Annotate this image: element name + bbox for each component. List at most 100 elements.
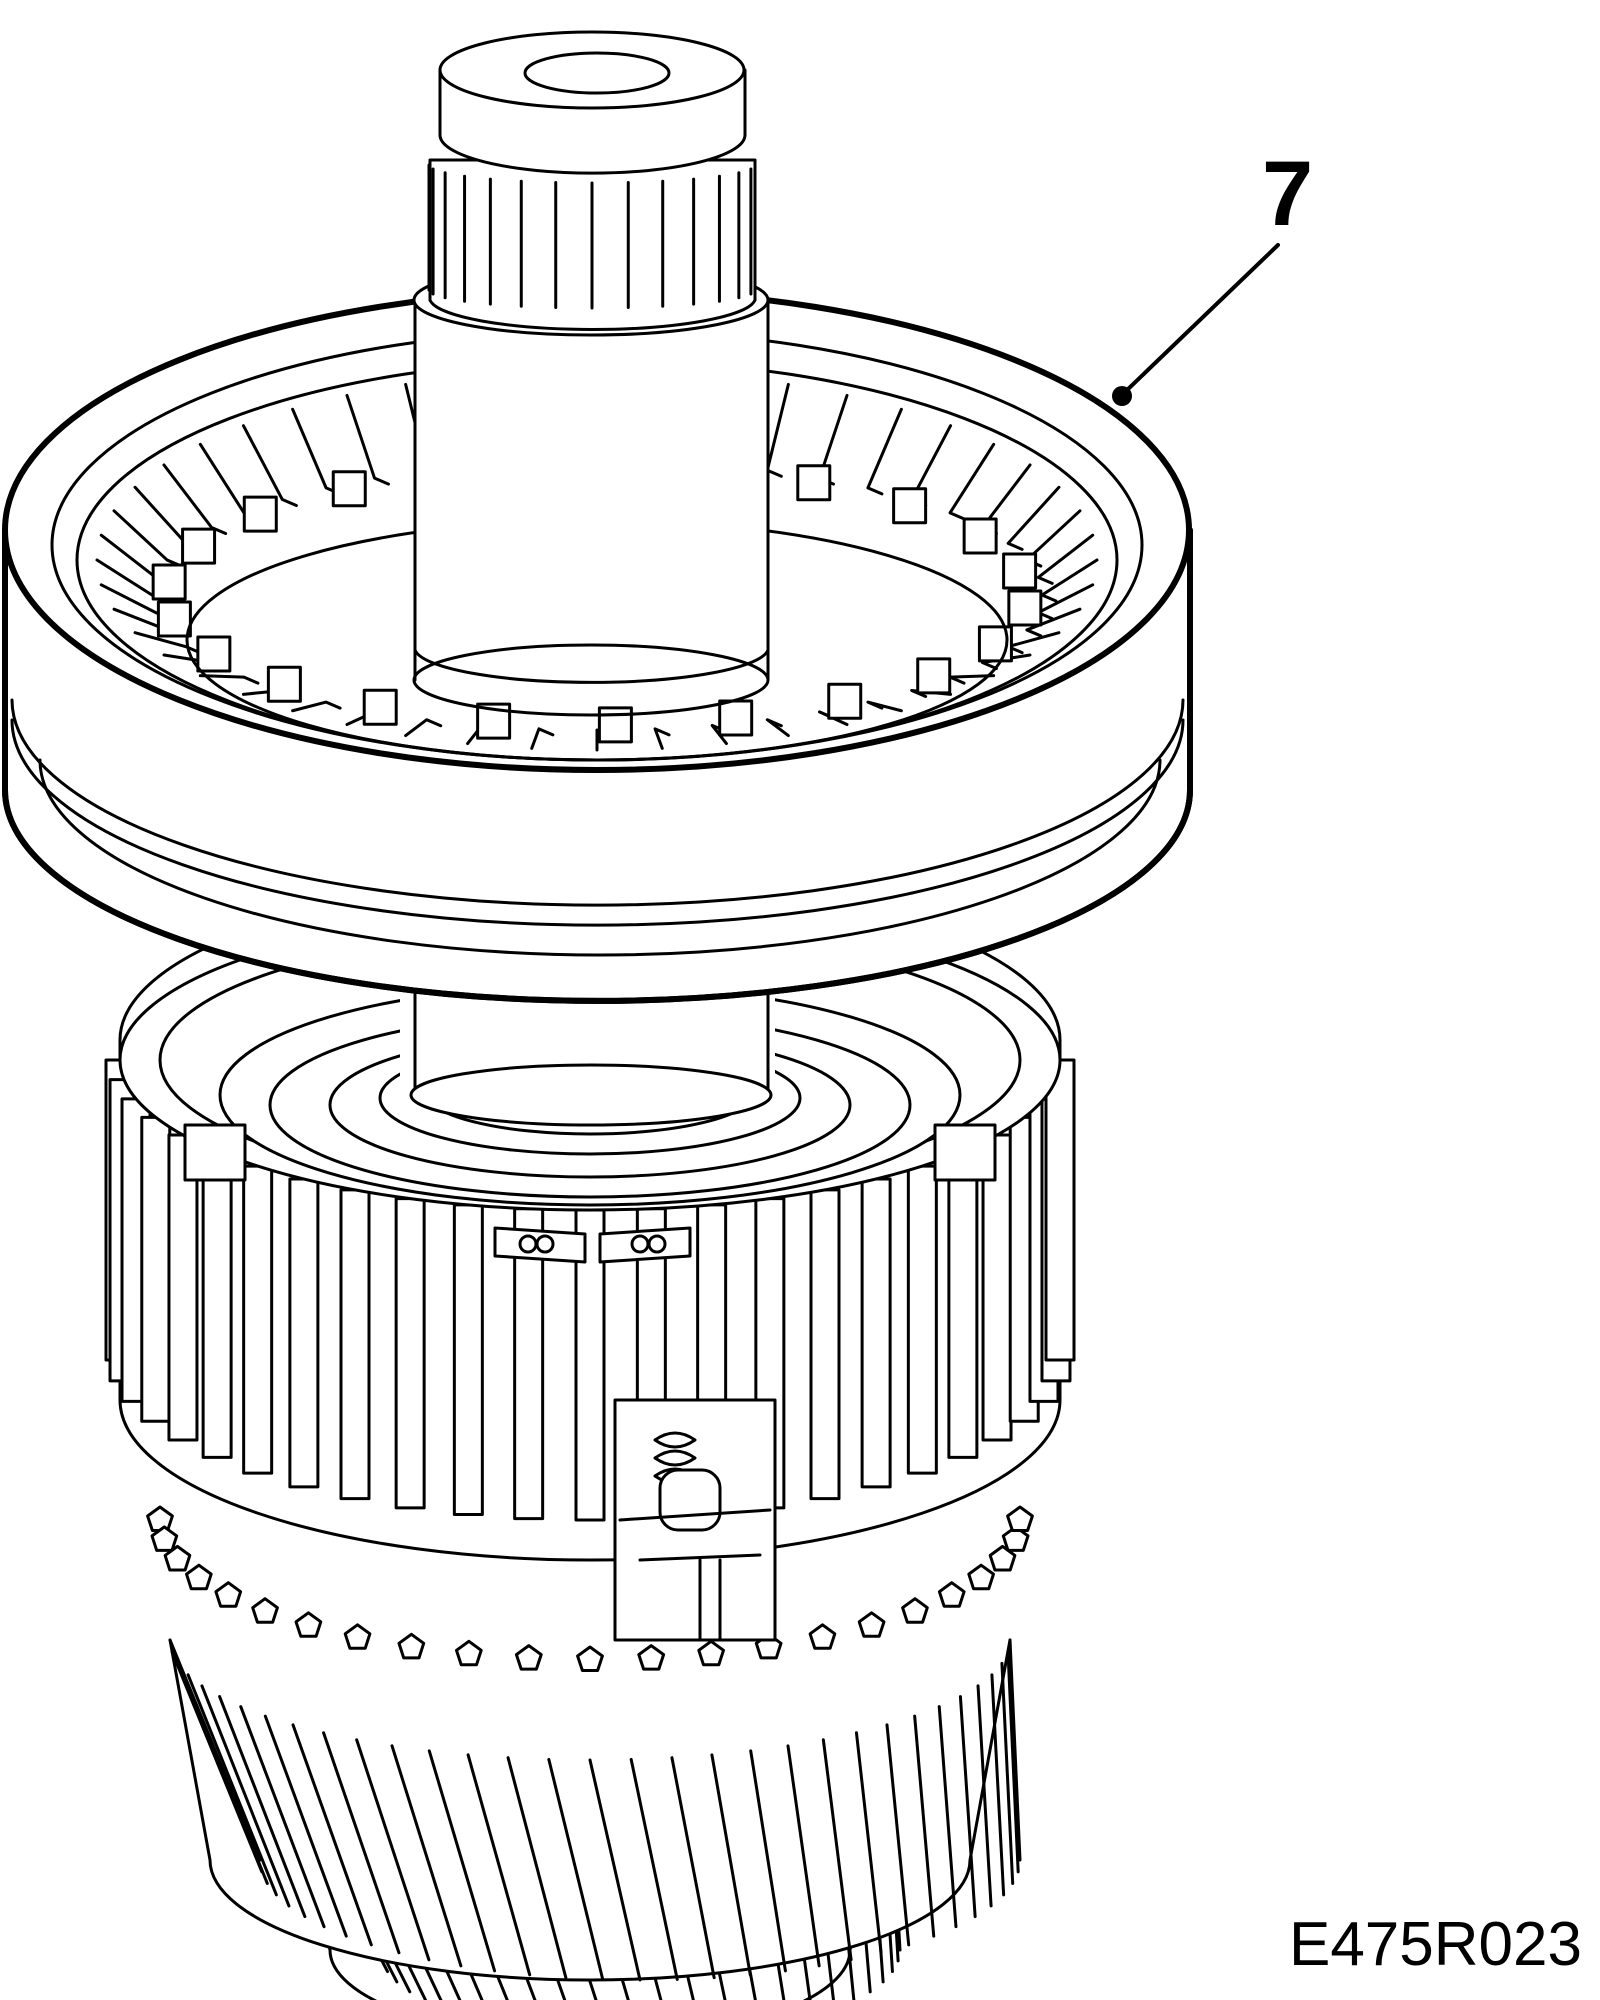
inner-tooth <box>345 393 390 486</box>
spur-tooth <box>452 1203 484 1517</box>
spur-tooth <box>513 1207 545 1521</box>
helical-tooth <box>670 1756 716 1980</box>
gear-pin <box>185 1563 213 1591</box>
inner-tooth <box>1036 533 1095 585</box>
gear-pin <box>294 1611 323 1638</box>
spur-tooth <box>1044 1058 1076 1362</box>
helical-gear-upper <box>168 1638 1022 1982</box>
gear-pin <box>455 1639 483 1667</box>
inner-tooth <box>948 442 996 521</box>
helical-tooth <box>200 1684 291 1908</box>
helical-tooth <box>1000 1661 1015 1885</box>
shaft-cap <box>438 30 747 175</box>
inner-tooth <box>1025 607 1082 638</box>
helical-tooth <box>1008 1638 1022 1862</box>
inner-tooth <box>404 718 443 738</box>
gear-pin <box>150 1525 179 1552</box>
helical-tooth <box>976 1684 993 1908</box>
inner-tooth <box>162 463 228 535</box>
hub-block <box>1007 589 1043 627</box>
helical-tooth <box>466 1753 532 1977</box>
helical-tooth <box>749 1749 787 1973</box>
helical-tooth <box>218 1695 307 1919</box>
hub-block <box>151 563 187 601</box>
spur-tooth <box>947 1149 979 1459</box>
hub-block <box>156 600 192 638</box>
gear-pin <box>637 1644 666 1671</box>
spur-tooth <box>339 1188 371 1501</box>
hub-block <box>718 699 754 737</box>
helical-tooth <box>786 1744 821 1968</box>
inner-tooth <box>241 424 298 508</box>
helical-tooth <box>710 1753 752 1977</box>
figure-code: E475R023 <box>1288 1910 1582 1979</box>
callout-leader <box>1112 243 1280 406</box>
gear-pin <box>251 1597 279 1624</box>
helical-tooth <box>291 1723 373 1947</box>
helical-tooth <box>547 1757 605 1981</box>
helical-tooth <box>506 1756 568 1980</box>
helical-tooth <box>322 1731 401 1955</box>
gear-pin <box>397 1632 426 1660</box>
spur-tooth <box>288 1177 320 1489</box>
spur-tooth <box>981 1133 1013 1442</box>
hub-block <box>796 464 832 502</box>
inner-tooth <box>198 674 260 685</box>
spur-tooth <box>242 1164 274 1475</box>
gear-pin <box>146 1505 174 1532</box>
hub-block <box>1002 552 1038 590</box>
helical-tooth <box>427 1749 497 1973</box>
output-shaft-upper <box>412 263 770 717</box>
gear-pin <box>1001 1525 1030 1552</box>
hub-block <box>181 527 217 565</box>
inner-tooth <box>866 700 903 713</box>
helical-tooth <box>854 1731 883 1955</box>
hub-block <box>196 635 232 673</box>
helical-tooth <box>263 1714 348 1938</box>
spur-tooth <box>809 1188 841 1501</box>
helical-tooth <box>186 1673 278 1897</box>
inner-tooth <box>291 700 342 713</box>
hub-block <box>362 688 398 726</box>
inner-tooth <box>133 631 202 655</box>
gear-pin <box>163 1544 192 1572</box>
hub-block <box>242 495 278 533</box>
gear-pin <box>214 1581 243 1608</box>
helical-tooth <box>885 1723 911 1947</box>
gear-pin <box>901 1597 929 1624</box>
inner-tooth <box>980 653 1032 670</box>
gear-pin <box>576 1645 604 1672</box>
gear-pin <box>514 1644 543 1671</box>
shaft-spline-end <box>427 158 757 331</box>
callout-number: 7 <box>1262 143 1314 245</box>
hub-block <box>962 517 998 555</box>
helical-tooth <box>990 1673 1006 1897</box>
hub-block <box>331 470 367 508</box>
helical-tooth <box>958 1695 977 1919</box>
spur-tooth <box>140 1115 172 1423</box>
gear-pin <box>937 1581 966 1608</box>
hub-block <box>916 657 952 695</box>
helical-tooth <box>588 1758 642 1982</box>
helical-tooth <box>239 1705 326 1929</box>
inner-tooth <box>530 727 555 750</box>
spur-tooth <box>906 1164 938 1475</box>
gear-pin <box>1006 1505 1034 1532</box>
gear-pin <box>988 1544 1017 1572</box>
hub-block <box>827 682 863 720</box>
inner-tooth <box>866 407 903 496</box>
spur-tooth <box>201 1149 233 1459</box>
helical-tooth <box>1006 1650 1020 1874</box>
inner-tooth <box>765 718 790 738</box>
gear-pin <box>857 1611 886 1638</box>
helical-tooth <box>390 1744 463 1968</box>
hub-block <box>892 487 928 525</box>
helical-tooth <box>913 1714 936 1938</box>
helical-tooth <box>355 1738 431 1962</box>
hub-block <box>266 665 302 703</box>
helical-tooth <box>176 1661 269 1885</box>
gear-pin <box>343 1623 372 1650</box>
gear-pin <box>697 1639 725 1667</box>
